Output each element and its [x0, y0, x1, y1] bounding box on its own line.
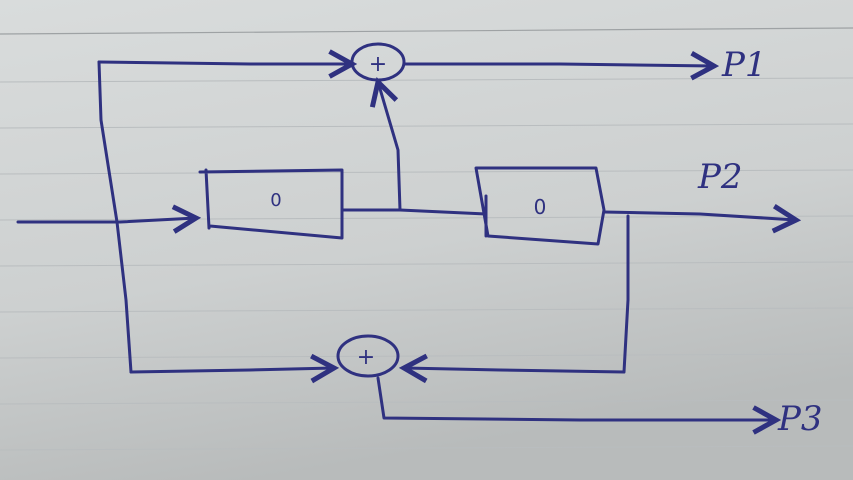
block-2-label: 0	[534, 195, 547, 219]
block-1: 0	[198, 168, 344, 240]
input-branch-line	[97, 60, 133, 374]
block-1-label: 0	[270, 190, 281, 211]
sum-top-symbol: +	[369, 52, 387, 77]
feedback-to-bottom-sum	[404, 214, 630, 372]
input-signal-arrow	[16, 218, 196, 222]
path-to-bottom-sum	[129, 368, 334, 372]
output-p2-arrow	[602, 212, 796, 220]
summing-junction-bottom: +	[336, 334, 400, 378]
sum-bottom-symbol: +	[357, 345, 375, 370]
output-p3-arrow	[376, 376, 776, 420]
output-label-p3: P3	[777, 399, 823, 439]
summing-junction-top: +	[350, 42, 406, 82]
ruled-lines	[0, 77, 853, 451]
output-label-p1: P1	[721, 45, 767, 85]
block-2: 0	[474, 166, 606, 246]
output-p1-arrow	[402, 64, 714, 66]
branch-to-top-sum	[378, 82, 402, 212]
output-label-p2: P2	[697, 157, 743, 197]
paper-top-rule	[0, 27, 853, 35]
path-to-top-sum	[97, 62, 352, 64]
